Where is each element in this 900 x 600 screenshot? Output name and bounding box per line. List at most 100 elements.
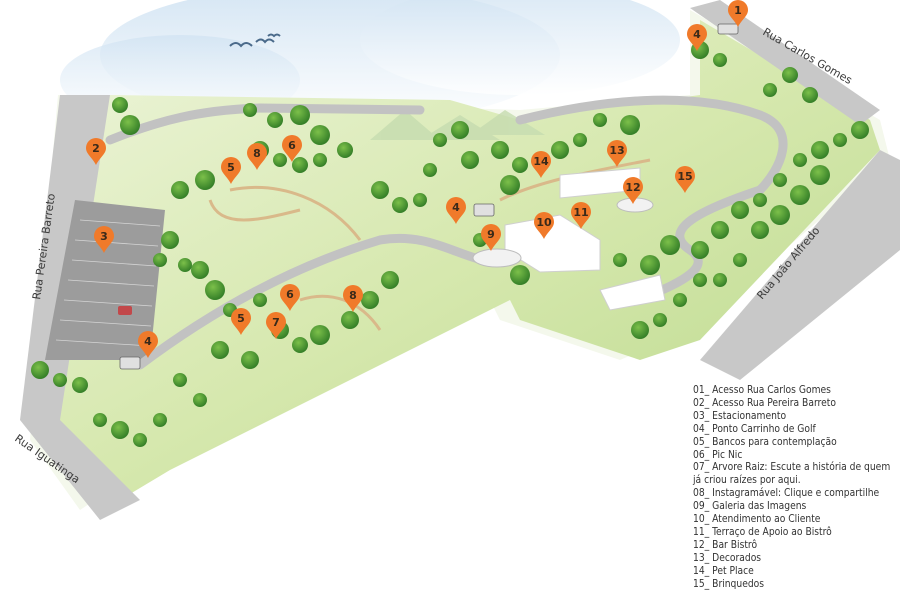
tree-icon <box>243 103 257 117</box>
legend-item: 01_ Acesso Rua Carlos Gomes <box>693 385 831 396</box>
grass-area <box>50 20 880 500</box>
map-pin-icon[interactable]: 5 <box>231 308 251 335</box>
map-pin-shape <box>728 0 748 27</box>
map-pin-label: 12 <box>625 181 640 194</box>
map-pin-icon[interactable]: 8 <box>343 285 363 312</box>
map-pin-icon[interactable]: 4 <box>138 331 158 358</box>
map-pin-icon[interactable]: 6 <box>282 135 302 162</box>
legend-item: 10_ Atendimento ao Cliente <box>693 514 821 526</box>
tree-icon <box>851 121 869 139</box>
map-pin-icon[interactable]: 9 <box>481 224 501 251</box>
tree-icon <box>713 53 727 67</box>
map-pin-label: 8 <box>253 147 261 160</box>
map-pin-icon[interactable]: 8 <box>247 143 267 170</box>
map-pin-label: 10 <box>536 216 552 229</box>
tree-icon <box>267 112 283 128</box>
tree-icon <box>551 141 569 159</box>
legend-item: 11_ Terraço de Apoio ao Bistrô <box>693 526 832 538</box>
legend-item: 15_ Brinquedos <box>693 578 765 590</box>
map-pin-icon[interactable]: 1 <box>728 0 748 27</box>
map-pin-icon[interactable]: 4 <box>446 197 466 224</box>
map-pin-icon[interactable]: 14 <box>531 151 551 178</box>
tree-icon <box>341 311 359 329</box>
tree-icon <box>53 373 67 387</box>
map-pin-shape <box>607 140 627 167</box>
map-pin-label: 15 <box>677 170 692 183</box>
legend-item: 03_ Estacionamento <box>693 410 787 422</box>
tree-icon <box>273 153 287 167</box>
tree-icon <box>423 163 437 177</box>
tree-icon <box>733 253 747 267</box>
tree-icon <box>790 185 810 205</box>
map-pin-label: 14 <box>533 155 549 168</box>
map-pin-label: 13 <box>609 144 624 157</box>
tree-icon <box>451 121 469 139</box>
tree-icon <box>660 235 680 255</box>
map-pin-label: 4 <box>144 335 152 348</box>
tree-icon <box>290 105 310 125</box>
map-pin-label: 7 <box>272 316 280 329</box>
map-pin-icon[interactable]: 13 <box>607 140 627 167</box>
map-pin-icon[interactable]: 15 <box>675 166 695 193</box>
tree-icon <box>731 201 749 219</box>
map-pin-shape <box>534 212 554 239</box>
tree-icon <box>751 221 769 239</box>
map-pin-shape <box>687 24 707 51</box>
map-pin-icon[interactable]: 5 <box>221 157 241 184</box>
golf-cart-icon <box>119 23 739 370</box>
tree-icon <box>241 351 259 369</box>
map-pin-icon[interactable]: 6 <box>280 284 300 311</box>
map-pin-label: 2 <box>92 142 100 155</box>
tree-icon <box>773 173 787 187</box>
map-pin-shape <box>266 312 286 339</box>
tree-icon <box>782 67 798 83</box>
tree-icon <box>500 175 520 195</box>
tree-icon <box>491 141 509 159</box>
tree-icon <box>112 97 128 113</box>
map-pin-label: 6 <box>286 288 294 301</box>
map-pin-shape <box>623 177 643 204</box>
map-pin-label: 3 <box>100 230 108 243</box>
map-pin-shape <box>481 224 501 251</box>
map-pin-shape <box>675 166 695 193</box>
tree-icon <box>510 265 530 285</box>
map-pin-icon[interactable]: 7 <box>266 312 286 339</box>
tree-icon <box>620 115 640 135</box>
tree-icon <box>211 341 229 359</box>
tree-icon <box>763 83 777 97</box>
tree-icon <box>811 141 829 159</box>
tree-icon <box>392 197 408 213</box>
map-pin-shape <box>282 135 302 162</box>
map-pin-icon[interactable]: 10 <box>534 212 554 239</box>
tree-icon <box>461 151 479 169</box>
map-pin-shape <box>531 151 551 178</box>
map-pin-shape <box>571 202 591 229</box>
map-pin-icon[interactable]: 12 <box>623 177 643 204</box>
map-pin-icon[interactable]: 4 <box>687 24 707 51</box>
map-pin-icon[interactable]: 11 <box>571 202 591 229</box>
tree-icon <box>573 133 587 147</box>
legend-item: 12_ Bar Bistrô <box>693 539 758 551</box>
map-pin-label: 4 <box>452 201 460 214</box>
tree-icon <box>693 273 707 287</box>
map-pin-icon[interactable]: 2 <box>86 138 106 165</box>
trees <box>31 41 869 447</box>
tree-icon <box>673 293 687 307</box>
tree-icon <box>512 157 528 173</box>
map-pin-icon[interactable]: 3 <box>94 226 114 253</box>
tree-icon <box>193 393 207 407</box>
tree-icon <box>195 170 215 190</box>
tree-icon <box>753 193 767 207</box>
map-pin-label: 4 <box>693 28 701 41</box>
map-pin-label: 11 <box>573 206 588 219</box>
tree-icon <box>173 373 187 387</box>
tree-icon <box>361 291 379 309</box>
map-pin-label: 6 <box>288 139 296 152</box>
tree-icon <box>178 258 192 272</box>
legend-item: 06_ Pic Nic <box>693 449 743 461</box>
tree-icon <box>191 261 209 279</box>
tree-icon <box>640 255 660 275</box>
parking-lot <box>45 200 165 360</box>
tree-icon <box>631 321 649 339</box>
